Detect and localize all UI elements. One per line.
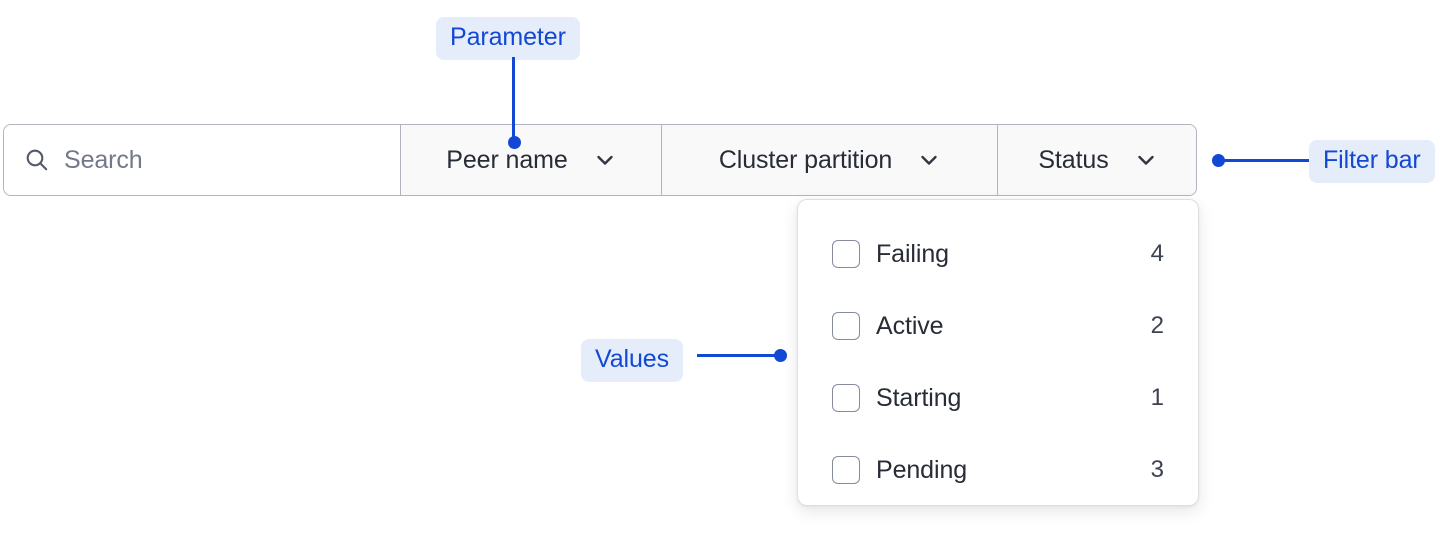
dropdown-option-label: Active [876, 311, 944, 340]
annotation-filter-bar: Filter bar [1309, 140, 1435, 183]
dropdown-option-label: Starting [876, 383, 962, 412]
chevron-down-icon[interactable] [1135, 149, 1157, 171]
dropdown-option-label: Failing [876, 239, 949, 268]
annotation-filter-bar-connector [1224, 159, 1309, 162]
dropdown-option-count: 2 [1150, 312, 1164, 339]
annotation-values: Values [581, 339, 683, 382]
dropdown-option-count: 3 [1150, 456, 1164, 483]
checkbox-starting[interactable] [832, 384, 860, 412]
dropdown-option-pending[interactable]: Pending 3 [798, 434, 1198, 506]
dropdown-option-count: 4 [1150, 240, 1164, 267]
annotation-values-dot [774, 349, 787, 362]
filter-cluster-partition-label: Cluster partition [718, 145, 893, 174]
filter-status-label: Status [1038, 145, 1109, 174]
checkbox-active[interactable] [832, 312, 860, 340]
filter-status[interactable]: Status [998, 125, 1196, 195]
dropdown-option-label: Pending [876, 455, 968, 484]
annotation-filter-bar-dot [1212, 154, 1225, 167]
dropdown-option-count: 1 [1150, 384, 1164, 411]
chevron-down-icon[interactable] [594, 149, 616, 171]
filter-cluster-partition[interactable]: Cluster partition [662, 125, 998, 195]
filter-peer-name-label: Peer name [446, 145, 568, 174]
search-placeholder: Search [64, 145, 143, 174]
dropdown-option-failing[interactable]: Failing 4 [798, 218, 1198, 290]
status-dropdown-panel: Failing 4 Active 2 Starting 1 Pending 3 [797, 199, 1199, 506]
checkbox-pending[interactable] [832, 456, 860, 484]
annotation-parameter-connector [512, 57, 515, 143]
dropdown-option-starting[interactable]: Starting 1 [798, 362, 1198, 434]
dropdown-option-active[interactable]: Active 2 [798, 290, 1198, 362]
checkbox-failing[interactable] [832, 240, 860, 268]
annotation-parameter: Parameter [436, 17, 580, 60]
search-icon [24, 147, 50, 173]
chevron-down-icon[interactable] [918, 149, 940, 171]
filter-peer-name[interactable]: Peer name [401, 125, 662, 195]
filter-bar: Search Peer name Cluster partition Statu… [3, 124, 1197, 196]
search-input[interactable]: Search [4, 125, 401, 195]
annotation-parameter-dot [508, 136, 521, 149]
annotation-values-connector [697, 354, 777, 357]
